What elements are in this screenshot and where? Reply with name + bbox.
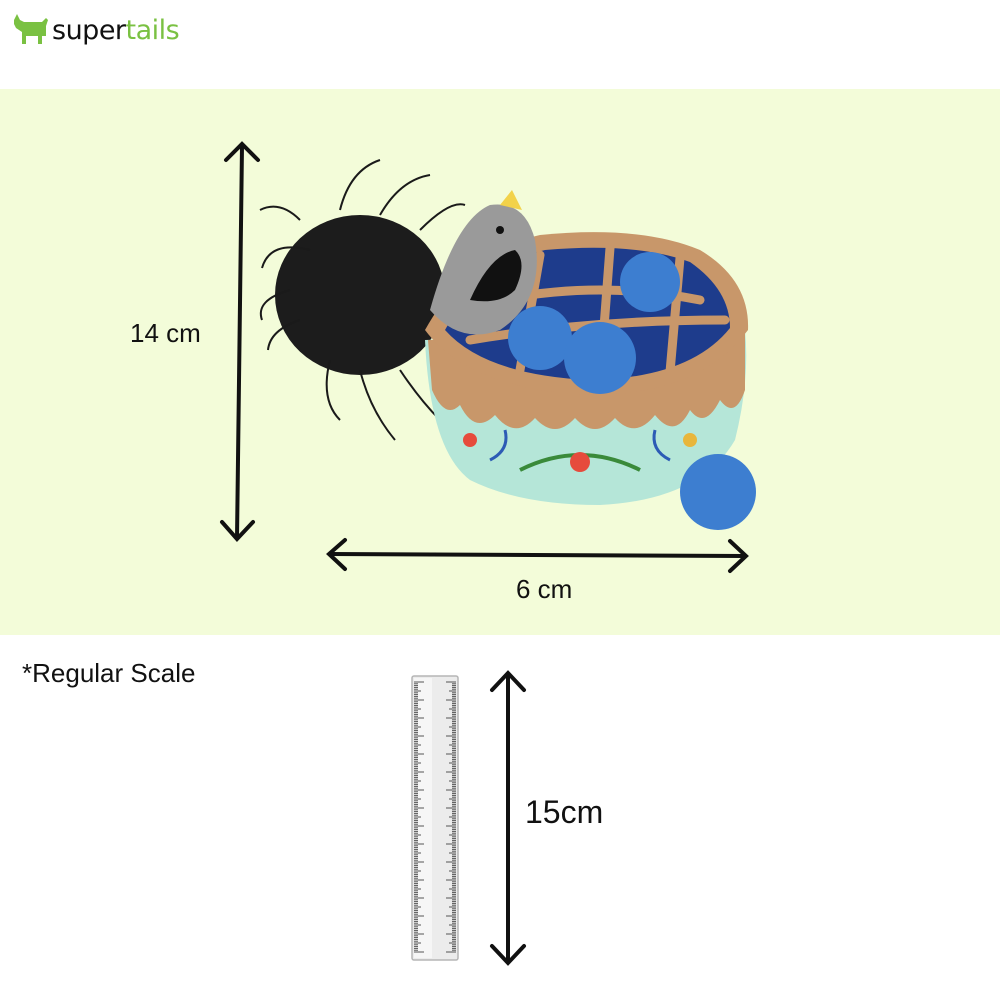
vertical-double-arrow-icon — [220, 141, 260, 542]
ruler-length-label: 15cm — [525, 794, 604, 830]
height-label: 14 cm — [130, 318, 201, 348]
pom-pom-balls — [508, 252, 756, 530]
brand-logo: supertails — [12, 14, 180, 46]
scale-note: *Regular Scale — [22, 658, 196, 688]
width-label: 6 cm — [516, 574, 573, 604]
horizontal-double-arrow-icon — [326, 538, 749, 573]
vertical-double-arrow-icon — [490, 670, 526, 966]
toy-bird — [430, 190, 537, 335]
feather-tail — [259, 159, 466, 441]
ruler-icon — [411, 675, 459, 961]
brand-name: supertails — [52, 14, 180, 46]
dog-logo-icon — [14, 14, 48, 44]
floral-pattern — [463, 429, 697, 472]
